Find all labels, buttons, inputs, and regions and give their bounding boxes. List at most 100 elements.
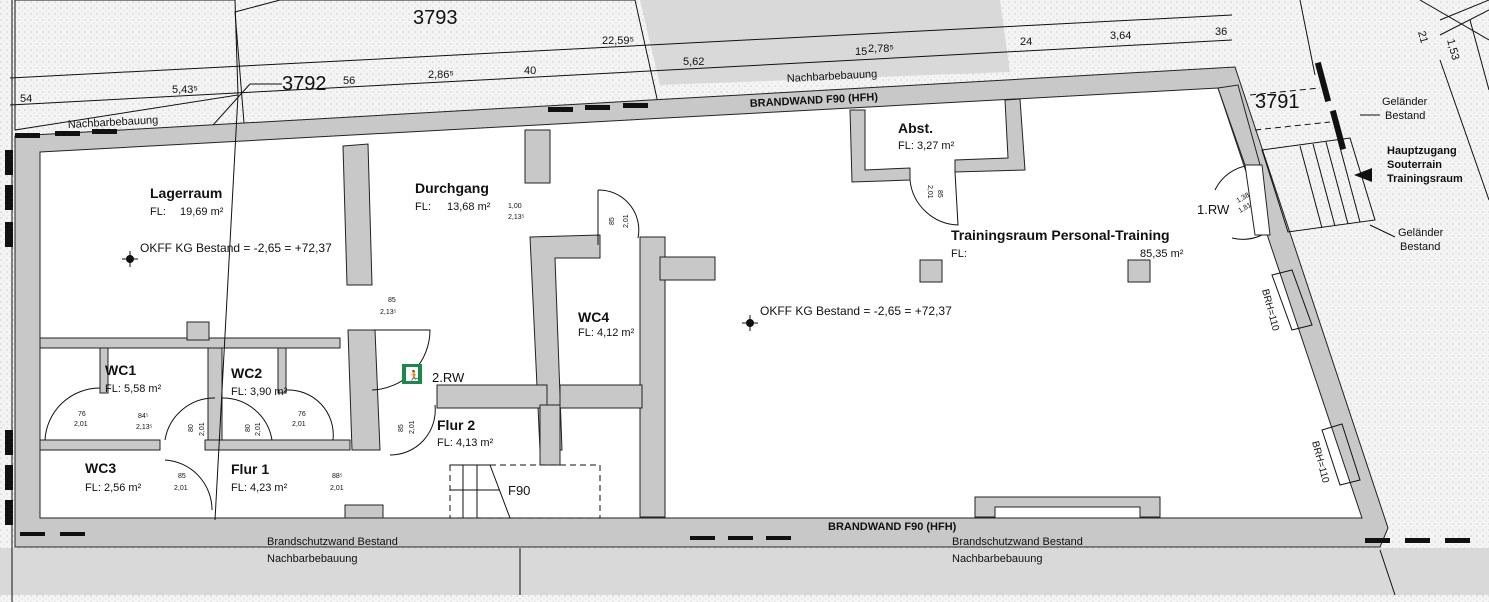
svg-text:Flur 1: Flur 1 [231, 461, 269, 477]
svg-text:FL: 3,27 m²: FL: 3,27 m² [898, 140, 955, 152]
svg-text:WC4: WC4 [578, 309, 609, 325]
svg-text:FL: 2,56 m²: FL: 2,56 m² [85, 482, 142, 494]
svg-text:76: 76 [78, 411, 86, 418]
svg-text:5,62: 5,62 [683, 56, 704, 68]
svg-text:15: 15 [855, 46, 867, 58]
svg-text:56: 56 [343, 75, 355, 87]
windows [1271, 269, 1361, 486]
room-flur2: Flur 2 FL: 4,13 m² [437, 417, 494, 449]
svg-text:Brandschutzwand Bestand: Brandschutzwand Bestand [267, 536, 398, 548]
svg-text:Geländer: Geländer [1398, 227, 1444, 239]
neighbor-building-mid [640, 0, 1010, 85]
svg-text:FL:: FL: [951, 248, 967, 260]
svg-text:Brandschutzwand Bestand: Brandschutzwand Bestand [952, 536, 1083, 548]
svg-text:FL: 4,12 m²: FL: 4,12 m² [578, 327, 635, 339]
svg-text:Bestand: Bestand [1385, 110, 1425, 122]
svg-text:2,01: 2,01 [174, 485, 188, 492]
svg-text:54: 54 [20, 93, 32, 105]
internal-walls [39, 98, 1161, 519]
svg-text:24: 24 [1020, 36, 1032, 48]
exit-label-2: 2.RW [432, 370, 465, 385]
svg-text:5,43⁵: 5,43⁵ [172, 84, 198, 96]
svg-text:2,01: 2,01 [199, 422, 206, 436]
emergency-exit-sign-icon: 🏃 [402, 364, 422, 384]
parcel-number-3791: 3791 [1255, 91, 1300, 113]
firewall-label-bottom: BRANDWAND F90 (HFH) [828, 521, 957, 533]
svg-text:21: 21 [1415, 30, 1430, 45]
svg-text:19,69 m²: 19,69 m² [180, 206, 224, 218]
svg-text:FL:: FL: [415, 201, 431, 213]
svg-text:2,01: 2,01 [74, 421, 88, 428]
svg-text:84⁵: 84⁵ [138, 413, 149, 420]
parcel-number-3793: 3793 [413, 7, 458, 29]
svg-text:FL:: FL: [150, 206, 166, 218]
building-interior [39, 87, 1363, 519]
svg-text:2,01: 2,01 [409, 420, 416, 434]
bottom-label-left: Brandschutzwand Bestand Nachbarbebauung [267, 536, 398, 565]
svg-text:Trainingsraum: Trainingsraum [1387, 173, 1463, 185]
dimension-line-total [9, 14, 1233, 79]
parcel-number-3792: 3792 [282, 73, 327, 95]
svg-text:85: 85 [388, 297, 396, 304]
svg-text:2,01: 2,01 [623, 214, 630, 228]
room-wc4: WC4 FL: 4,12 m² [578, 309, 635, 339]
svg-text:80: 80 [245, 424, 252, 432]
svg-text:Bestand: Bestand [1400, 241, 1440, 253]
svg-text:🏃: 🏃 [407, 370, 421, 383]
room-durchgang: Durchgang FL: 13,68 m² [415, 180, 491, 213]
svg-text:13,68 m²: 13,68 m² [447, 201, 491, 213]
svg-text:2,78⁵: 2,78⁵ [868, 43, 894, 55]
svg-text:80: 80 [188, 424, 195, 432]
svg-text:Flur 2: Flur 2 [437, 417, 475, 433]
svg-text:2,86⁵: 2,86⁵ [428, 69, 454, 81]
svg-text:Geländer: Geländer [1382, 96, 1428, 108]
svg-text:WC1: WC1 [105, 362, 136, 378]
svg-text:WC3: WC3 [85, 460, 116, 476]
room-lagerraum: Lagerraum FL: 19,69 m² [150, 185, 224, 218]
svg-text:22,59⁵: 22,59⁵ [602, 35, 634, 47]
svg-text:FL: 3,90 m²: FL: 3,90 m² [231, 386, 288, 398]
svg-text:Abst.: Abst. [898, 120, 933, 136]
parcel-3793 [234, 0, 661, 136]
room-wc1: WC1 FL: 5,58 m² [105, 362, 162, 395]
bottom-label-right: Brandschutzwand Bestand Nachbarbebauung [952, 536, 1083, 565]
exit-label-1: 1.RW [1197, 202, 1230, 217]
svg-text:Hauptzugang: Hauptzugang [1387, 145, 1457, 157]
railing-label-top: Geländer Bestand [1360, 96, 1428, 122]
dimension-labels: 22,59⁵ 5,43⁵ 54 56 2,86⁵ 40 5,62 15 2,78… [20, 26, 1461, 105]
svg-text:2,13⁵: 2,13⁵ [380, 309, 397, 316]
door-swings [44, 164, 1263, 511]
svg-text:85: 85 [398, 424, 405, 432]
room-flur1: Flur 1 FL: 4,23 m² [231, 461, 288, 494]
svg-text:2,01: 2,01 [330, 485, 344, 492]
neighbor-label: Nachbarbebauung [787, 68, 878, 85]
svg-text:3,64: 3,64 [1110, 30, 1131, 42]
svg-text:Nachbarbebauung: Nachbarbebauung [952, 553, 1043, 565]
svg-text:Durchgang: Durchgang [415, 180, 489, 196]
svg-text:FL: 5,58 m²: FL: 5,58 m² [105, 383, 162, 395]
svg-text:85: 85 [609, 217, 616, 225]
svg-text:Souterrain: Souterrain [1387, 159, 1442, 171]
svg-text:85: 85 [178, 473, 186, 480]
svg-text:2,01: 2,01 [255, 422, 262, 436]
room-trainingsraum: Trainingsraum Personal-Training FL: 85,3… [951, 227, 1184, 260]
svg-text:88⁵: 88⁵ [332, 473, 343, 480]
svg-text:1,00: 1,00 [508, 203, 522, 210]
svg-text:36: 36 [1215, 26, 1227, 38]
level-label: OKFF KG Bestand = -2,65 = +72,37 [760, 304, 952, 318]
room-wc2: WC2 FL: 3,90 m² [231, 365, 288, 398]
room-wc3: WC3 FL: 2,56 m² [85, 460, 142, 494]
svg-text:85,35 m²: 85,35 m² [1140, 248, 1184, 260]
main-entrance-label: Hauptzugang Souterrain Trainingsraum [1387, 145, 1463, 185]
svg-text:Lagerraum: Lagerraum [150, 185, 222, 201]
svg-text:40: 40 [524, 65, 536, 77]
svg-text:Nachbarbebauung: Nachbarbebauung [267, 553, 358, 565]
svg-text:85: 85 [936, 190, 943, 198]
svg-text:Trainingsraum Personal-Trainin: Trainingsraum Personal-Training [951, 227, 1170, 243]
svg-text:2,01: 2,01 [292, 421, 306, 428]
neighbor-building-bottom [0, 548, 1489, 595]
svg-text:WC2: WC2 [231, 365, 262, 381]
dimension-line-segments [9, 39, 1233, 106]
svg-text:1,53: 1,53 [1444, 38, 1461, 62]
